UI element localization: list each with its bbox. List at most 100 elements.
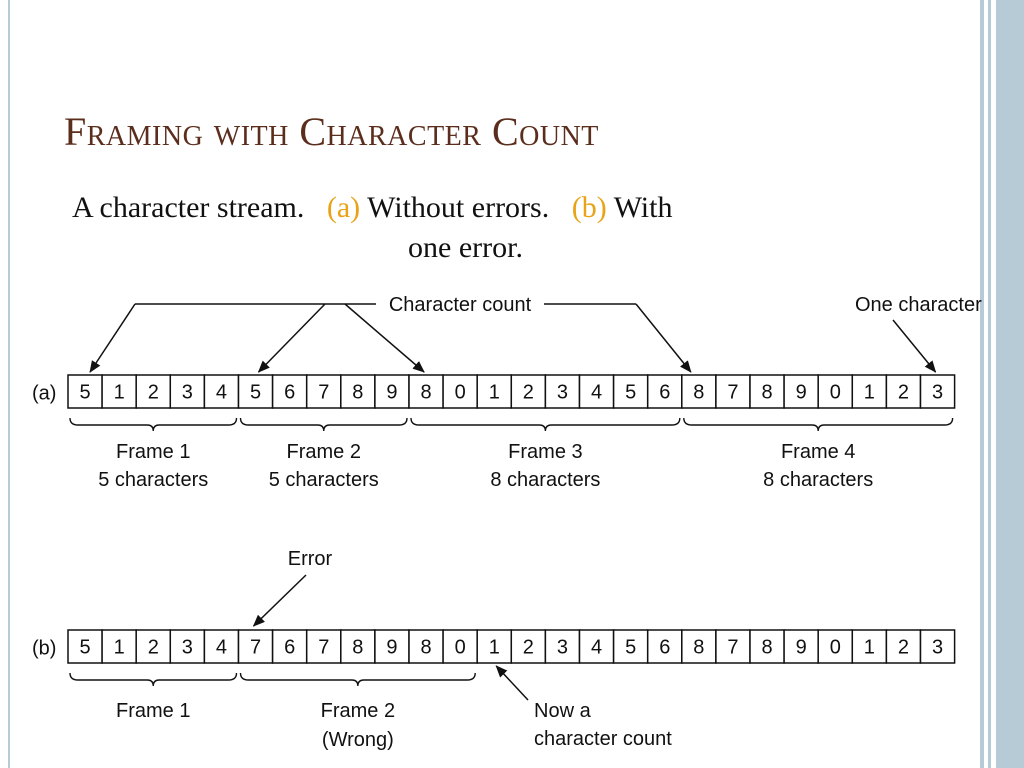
caption-b-marker: (b) [571, 191, 607, 224]
stream-cell-value: 9 [796, 382, 807, 404]
stream-cell-value: 1 [489, 637, 500, 659]
stream-cell-value: 3 [557, 637, 568, 659]
stream-cell-value: 5 [625, 382, 636, 404]
stream-cell-value: 2 [523, 382, 534, 404]
stream-cell-value: 8 [420, 382, 431, 404]
stream-cell-value: 3 [932, 382, 943, 404]
stream-cell-value: 4 [591, 382, 602, 404]
frame-detail: 8 characters [763, 469, 873, 491]
stream-cell-value: 1 [114, 637, 125, 659]
error-arrow [252, 574, 307, 627]
callout-arrow [635, 303, 692, 373]
left-border-line [8, 0, 10, 768]
stream-cell [476, 629, 513, 664]
frame-name: Frame 1 [116, 700, 190, 722]
stream-cell [544, 374, 581, 409]
stream-cell [305, 629, 342, 664]
stream-cell-value: 7 [727, 637, 738, 659]
stream-cell-value: 3 [182, 382, 193, 404]
stream-cell [851, 629, 888, 664]
stream-cell-value: 8 [352, 637, 363, 659]
frame-brace [69, 417, 238, 432]
frame-brace [239, 417, 408, 432]
caption-b-text-2: one error. [408, 231, 523, 264]
stream-cell [851, 374, 888, 409]
stream-cell [135, 629, 172, 664]
frame-detail: 5 characters [269, 469, 379, 491]
stream-cell-value: 0 [830, 382, 841, 404]
frame-name: Frame 4 [781, 441, 855, 463]
stream-cell [271, 374, 308, 409]
stream-cell-value: 7 [318, 382, 329, 404]
stream-cell-value: 1 [864, 637, 875, 659]
stream-cell [749, 374, 785, 409]
stream-cell [237, 629, 274, 664]
stream-cell-value: 5 [79, 637, 90, 659]
stream-cell-value: 0 [830, 637, 841, 659]
stream-cell-value: 8 [761, 382, 772, 404]
slide-title: Framing with Character Count [64, 109, 599, 154]
stream-cell [101, 374, 137, 409]
stream-cell-value: 9 [386, 637, 397, 659]
frame-brace [69, 672, 238, 687]
stream-cell-value: 8 [352, 382, 363, 404]
stream-cell [612, 374, 649, 409]
stream-cell [578, 629, 615, 664]
stream-cell-value: 7 [250, 637, 261, 659]
stream-cell [476, 374, 513, 409]
frame-detail: (Wrong) [322, 729, 394, 751]
now-character-count-label-1: Now a [534, 700, 592, 722]
stream-cell [442, 629, 478, 664]
frame-name: Frame 1 [116, 441, 190, 463]
stream-cell [885, 629, 922, 664]
caption-a-marker: (a) [326, 191, 361, 224]
stream-cell-value: 4 [216, 382, 227, 404]
stream-cell-value: 6 [284, 637, 295, 659]
row-b-label: (b) [32, 638, 56, 660]
stream-cell [919, 629, 956, 664]
frame-brace [683, 417, 954, 432]
stream-cell-value: 8 [693, 382, 704, 404]
stream-cell-value: 6 [284, 382, 295, 404]
stream-cell-value: 8 [420, 637, 431, 659]
stream-cell [919, 374, 956, 409]
stream-cell-value: 2 [148, 382, 159, 404]
stream-cell [749, 629, 785, 664]
stream-cell-value: 2 [523, 637, 534, 659]
right-decorative-bars [980, 0, 1024, 768]
slide-caption: A character stream. (a) Without errors. … [72, 188, 892, 268]
now-character-count-arrow [495, 665, 529, 701]
stream-cell [169, 629, 206, 664]
stream-cell-value: 6 [659, 637, 670, 659]
frame-name: Frame 2 [287, 441, 361, 463]
callout-arrow [257, 303, 326, 373]
callout-arrow [89, 303, 136, 373]
frame-brace [410, 417, 681, 432]
stream-cell [237, 374, 274, 409]
stream-cell [783, 629, 819, 664]
stream-cell-value: 1 [489, 382, 500, 404]
caption-b-text-1: With [613, 191, 673, 224]
stream-cell [442, 374, 478, 409]
stream-cell-value: 7 [727, 382, 738, 404]
stream-cell [408, 374, 444, 409]
character-count-label: Character count [389, 294, 532, 316]
stream-cell [67, 629, 103, 664]
frame-brace [239, 672, 476, 687]
stream-cell-value: 0 [455, 637, 466, 659]
caption-lead: A character stream. [72, 191, 305, 224]
stream-cell-value: 3 [182, 637, 193, 659]
stream-cell [67, 374, 103, 409]
stream-cell-value: 2 [898, 382, 909, 404]
stream-cell [715, 629, 751, 664]
stream-cell-value: 9 [796, 637, 807, 659]
frame-name: Frame 2 [321, 700, 395, 722]
stream-cell [305, 374, 342, 409]
stream-cell-value: 5 [625, 637, 636, 659]
frame-detail: 5 characters [98, 469, 208, 491]
row-a-label: (a) [32, 383, 56, 405]
stream-cell [340, 629, 376, 664]
stream-cell-value: 2 [898, 637, 909, 659]
